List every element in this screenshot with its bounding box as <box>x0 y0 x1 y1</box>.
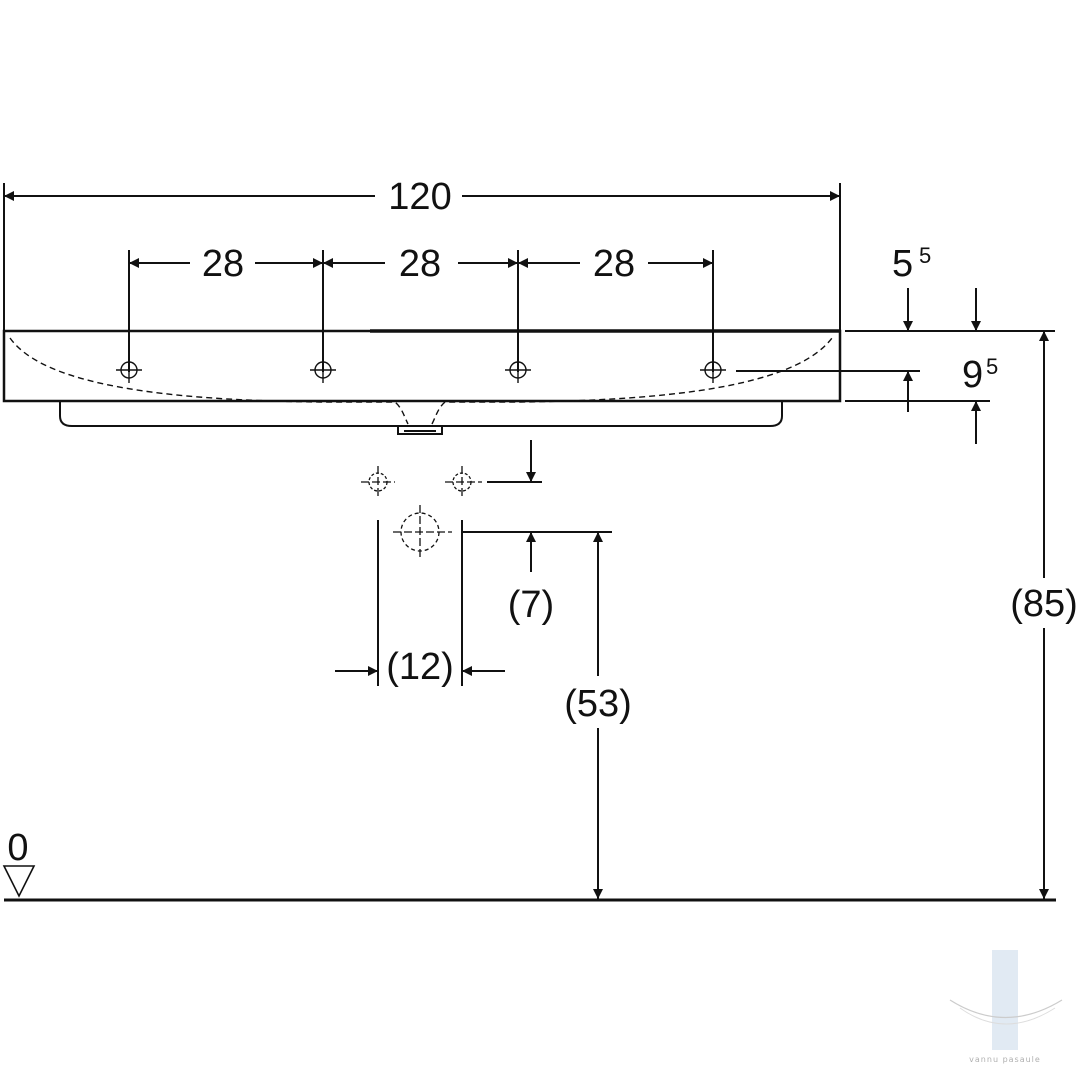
waste-spacing-label: (12) <box>386 646 454 688</box>
supply-point-icon <box>445 466 482 498</box>
rim-thickness-label: 5 5 <box>892 243 931 285</box>
tap-hole-icon <box>505 357 531 383</box>
waste-outlet-icon <box>393 505 452 560</box>
watermark-text: vannu pasaule <box>969 1055 1041 1064</box>
tap-hole-icon <box>310 357 336 383</box>
bowl-depth-label: 9 5 <box>962 354 998 396</box>
overall-width-dimension <box>3 183 841 330</box>
waste-offset-dimension <box>462 440 612 572</box>
tap-hole-icons <box>116 357 726 383</box>
tap-spacing-label-2: 28 <box>399 243 441 285</box>
waste-height-label: (53) <box>564 683 632 725</box>
tap-spacing-label-1: 28 <box>202 243 244 285</box>
overall-width-label: 120 <box>388 176 451 218</box>
tap-spacing-dimensions <box>128 250 714 372</box>
rim-depth-dimensions <box>736 288 1055 444</box>
rim-height-label: (85) <box>1010 583 1078 625</box>
waste-spacing-dimension <box>335 520 505 686</box>
floor-level-label: 0 <box>7 827 28 869</box>
washbasin-outline <box>2 329 842 435</box>
tap-hole-icon <box>116 357 142 383</box>
tap-hole-icon <box>700 357 726 383</box>
floor-level-marker-icon <box>2 865 36 898</box>
rim-thickness-sup: 5 <box>919 243 931 268</box>
tap-spacing-label-3: 28 <box>593 243 635 285</box>
supply-point-icons <box>361 466 482 560</box>
supply-point-icon <box>361 466 395 498</box>
waste-offset-label: (7) <box>508 584 554 626</box>
bowl-inner-contour <box>9 337 833 425</box>
watermark-logo: vannu pasaule <box>949 950 1063 1064</box>
rim-thickness-base: 5 <box>892 243 913 285</box>
bowl-depth-sup: 5 <box>986 354 998 379</box>
bowl-depth-base: 9 <box>962 354 983 396</box>
